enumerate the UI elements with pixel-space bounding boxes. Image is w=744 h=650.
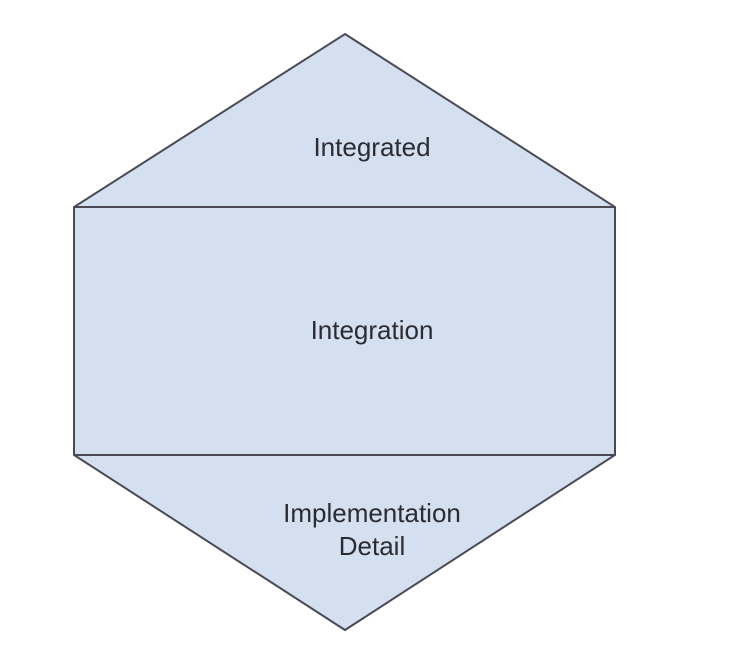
- hexagon-shape: [73, 32, 616, 632]
